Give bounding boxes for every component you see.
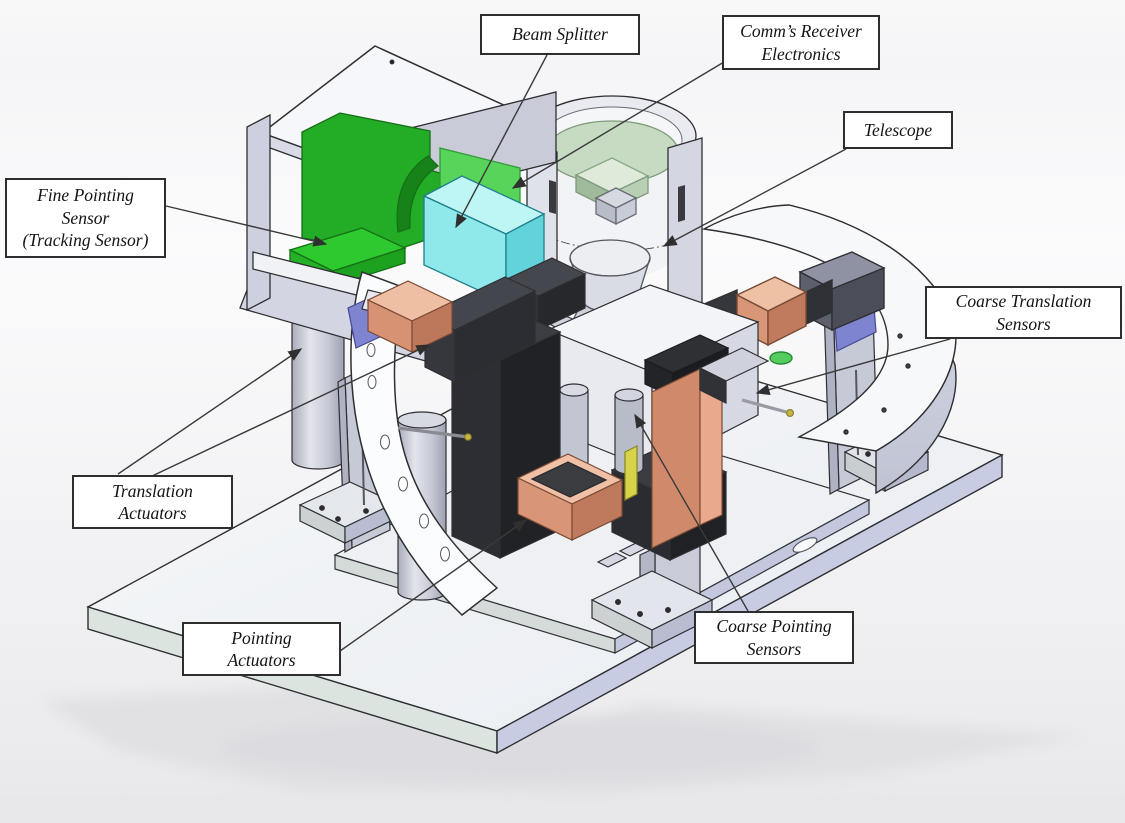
callout-coarse-translation-sensors: Coarse Translation Sensors <box>925 286 1122 339</box>
coarse-translation-probe-left <box>397 426 472 441</box>
callout-translation-actuators: Translation Actuators <box>72 475 233 529</box>
leader-lines <box>117 54 951 652</box>
callout-pointing-actuators: Pointing Actuators <box>182 622 341 676</box>
callout-fine-pointing-sensor: Fine Pointing Sensor (Tracking Sensor) <box>5 178 166 258</box>
receiver-disk-part <box>545 120 679 226</box>
leader-coarse-pointing-sensors <box>634 413 749 612</box>
leader-beam-splitter <box>455 54 548 229</box>
callout-coarse-pointing-sensors: Coarse Pointing Sensors <box>694 611 854 664</box>
leader-comms-receiver-electronics <box>511 61 725 189</box>
translation-actuator-coil <box>366 276 537 383</box>
leader-translation-actuators-1 <box>117 348 303 475</box>
ground-shadow <box>40 686 1090 795</box>
leader-translation-actuators-2 <box>149 344 431 478</box>
leader-pointing-actuators <box>339 519 528 652</box>
leader-telescope <box>662 148 847 247</box>
leader-coarse-translation-sensors <box>755 338 951 395</box>
central-mechanism <box>366 257 794 561</box>
pointing-actuator-tall-coil <box>643 334 730 549</box>
pointing-actuator-coil <box>516 453 624 541</box>
callout-telescope: Telescope <box>843 111 953 149</box>
leader-fine-pointing-sensor <box>165 205 328 247</box>
coarse-translation-probe-right <box>698 347 794 418</box>
telescope-part <box>526 95 703 349</box>
callout-comms-receiver-electronics: Comm’s Receiver Electronics <box>722 15 880 70</box>
callout-beam-splitter: Beam Splitter <box>480 14 640 55</box>
